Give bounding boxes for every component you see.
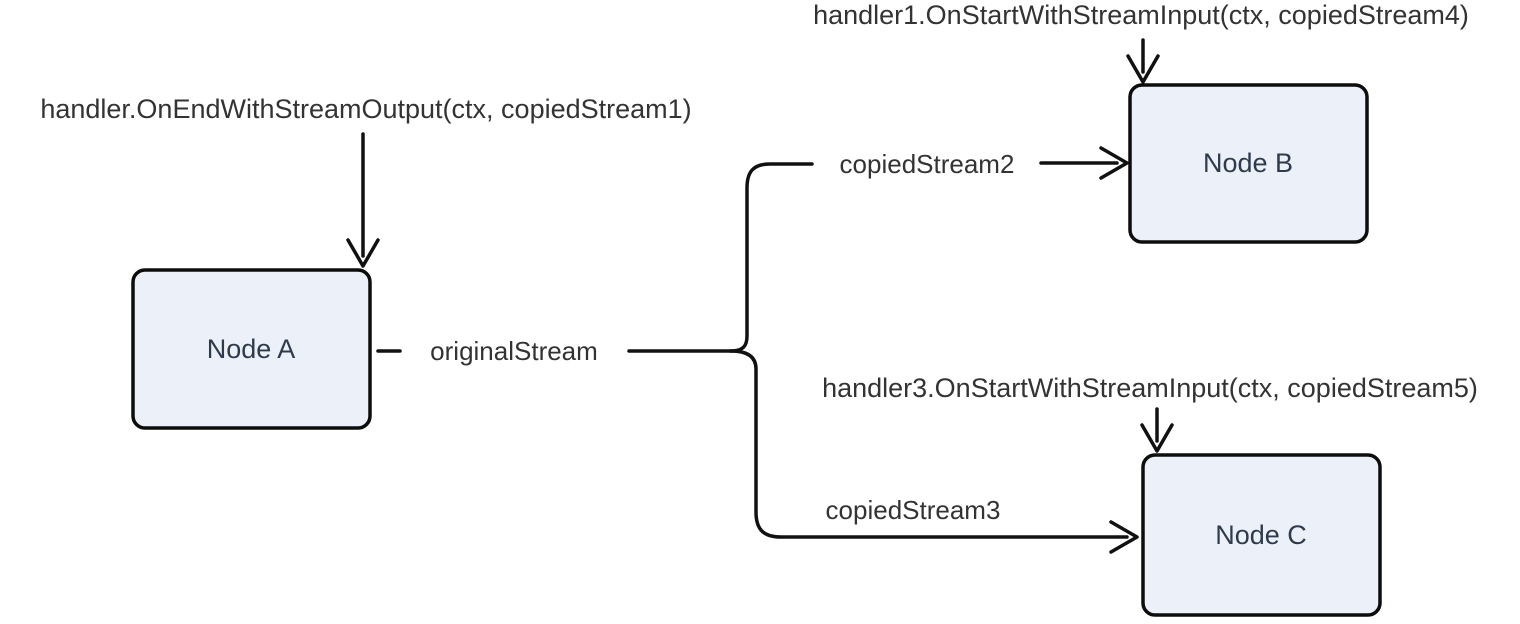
node-c-box xyxy=(1141,453,1382,617)
node-c-label: Node C xyxy=(1215,520,1307,550)
edge-copied-stream2 xyxy=(729,146,1129,353)
arrow-annotation-to-node-b xyxy=(1126,38,1160,84)
arrow-annotation-to-node-c xyxy=(1140,407,1174,453)
annotation-node-c: handler3.OnStartWithStreamInput(ctx, cop… xyxy=(822,373,1478,403)
annotation-node-a: handler.OnEndWithStreamOutput(ctx, copie… xyxy=(40,94,691,124)
node-b-label: Node B xyxy=(1203,148,1293,178)
node-b-box xyxy=(1128,83,1369,244)
node-a-label: Node A xyxy=(207,334,296,364)
node-a-box xyxy=(131,268,372,430)
node-a: Node A xyxy=(131,268,372,430)
node-b: Node B xyxy=(1128,83,1369,244)
annotation-node-b: handler1.OnStartWithStreamInput(ctx, cop… xyxy=(813,0,1469,30)
edge-label-copied-stream3: copiedStream3 xyxy=(826,495,1001,525)
arrow-annotation-to-node-a xyxy=(346,132,380,268)
edge-label-original-stream: originalStream xyxy=(430,336,598,366)
edge-label-copied-stream2: copiedStream2 xyxy=(840,149,1015,179)
node-c: Node C xyxy=(1141,453,1382,617)
edge-copied-stream3 xyxy=(729,349,1139,554)
